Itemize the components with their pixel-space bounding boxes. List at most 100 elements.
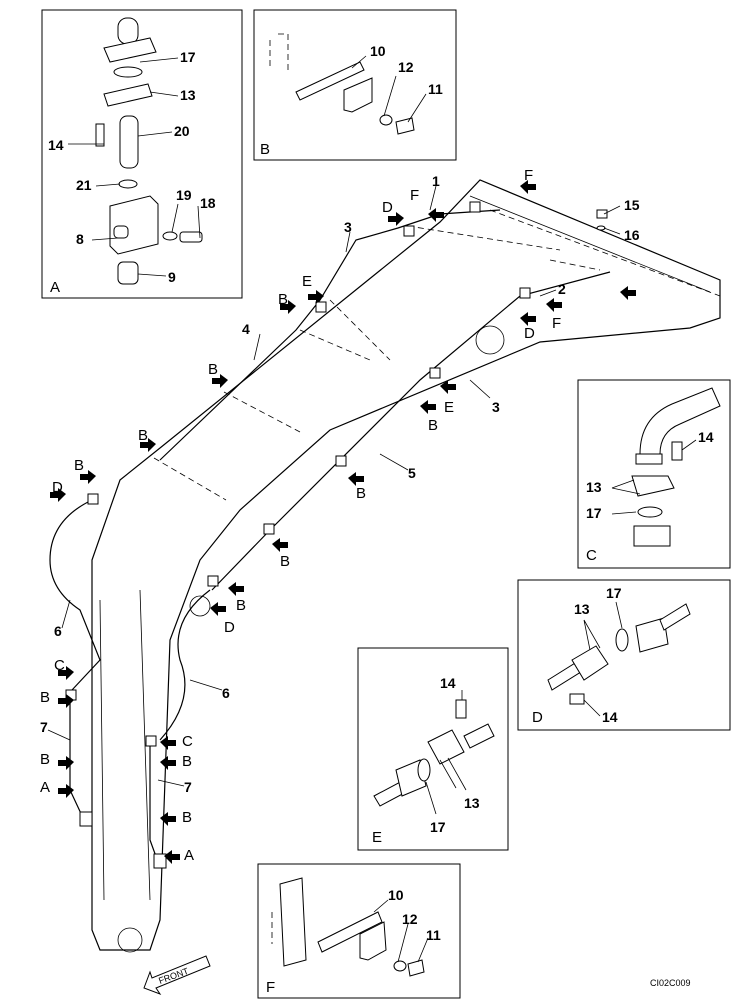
part-label: 7 (40, 719, 48, 735)
boom-edge-lines (99, 195, 711, 901)
inset-d-bolt (569, 693, 585, 705)
inset-f-label: 10 (388, 887, 404, 903)
inset-a-cap (117, 261, 139, 285)
callout-letter: B (182, 809, 192, 826)
inset-c-port (633, 525, 671, 547)
callout-letter: B (40, 751, 50, 768)
inset-f-label: 12 (402, 911, 418, 927)
inset-f-clamp (359, 921, 387, 961)
inset-a-small-oring (118, 179, 138, 189)
washer-16 (596, 225, 606, 231)
inset-f-leaders (373, 899, 429, 963)
inset-a-adapter (119, 115, 139, 169)
main-part-labels: 1 2 3 3 4 5 6 6 7 7 15 16 (40, 173, 640, 795)
inset-e-leaders (425, 690, 467, 815)
inset-f-frame (257, 863, 461, 999)
part-label: 2 (558, 281, 566, 297)
main-leaders (47, 185, 621, 787)
inset-b-clamp (343, 77, 373, 113)
callout-letter: A (184, 847, 194, 864)
inset-f-label: 11 (426, 927, 441, 943)
callout-arrow (520, 312, 536, 326)
callout-arrow (160, 812, 176, 826)
inset-e-pipe-right (463, 723, 495, 749)
inset-a-oring (113, 66, 143, 78)
inset-b-label: 10 (370, 43, 386, 59)
inset-d-label: 17 (606, 585, 622, 601)
inset-e-section-letter: E (372, 829, 382, 846)
inset-e-frame (357, 647, 509, 851)
callout-letter: C (54, 657, 65, 674)
pipe-7-left (69, 694, 85, 821)
boom-outline (91, 179, 721, 951)
callout-letter: B (278, 291, 288, 308)
inset-e-label: 17 (430, 819, 446, 835)
inset-f: 10 12 11 F (257, 863, 461, 999)
inset-d-flange (635, 617, 669, 653)
callout-arrow (348, 472, 364, 486)
inset-a-frame (41, 9, 243, 299)
inset-a-washer (162, 231, 178, 241)
inset-a-label: 21 (76, 177, 92, 193)
pipe-7-right (149, 740, 159, 863)
callout-arrow (420, 400, 436, 414)
callout-arrow (58, 784, 74, 798)
inset-f-bolt (407, 959, 425, 977)
inset-a-leaders (68, 57, 201, 277)
clamp (207, 575, 219, 587)
inset-e-label: 13 (464, 795, 480, 811)
inset-b-bracket (269, 33, 289, 74)
inset-c-oring (637, 506, 663, 518)
callout-arrow (308, 290, 324, 304)
front-indicator: FRONT (143, 955, 211, 996)
inset-a-split-flange (103, 83, 153, 107)
inset-d-label: 14 (602, 709, 618, 725)
callout-arrow (280, 300, 296, 314)
callout-arrow (140, 438, 156, 452)
callout-letters: F F F D D D D E E B B B B B B B B B B B … (40, 167, 561, 864)
inset-b-washer (379, 114, 393, 126)
inset-a: 17 13 14 20 21 19 18 8 9 A (41, 9, 243, 299)
callout-letter: B (280, 553, 290, 570)
inset-c-bolt (671, 441, 683, 461)
inset-b-frame (253, 9, 457, 161)
part-label: 3 (492, 399, 500, 415)
inset-d-pipe-right (659, 603, 691, 631)
callout-letter: B (182, 753, 192, 770)
callout-arrow (440, 380, 456, 394)
callout-letter: B (428, 417, 438, 434)
inset-d-section-letter: D (532, 709, 543, 726)
coupler (153, 853, 167, 869)
inset-a-label: 19 (176, 187, 192, 203)
clamp (335, 455, 347, 467)
coupler (79, 811, 93, 827)
inset-d-leaders (583, 601, 623, 717)
diagram-code: CI02C009 (650, 978, 691, 988)
inset-a-label: 18 (200, 195, 216, 211)
callout-letter: D (52, 479, 63, 496)
callout-letter: F (552, 315, 561, 332)
inset-c: 14 13 17 C (577, 379, 731, 569)
callout-letter: B (74, 457, 84, 474)
callout-letter: B (236, 597, 246, 614)
part-label: 15 (624, 197, 640, 213)
callout-letter: E (444, 399, 454, 416)
part-label: 1 (432, 173, 440, 189)
callout-arrow (160, 736, 176, 750)
inset-b-leaders (351, 55, 427, 123)
dashed-guides (153, 209, 721, 501)
inset-d-oring (615, 628, 629, 652)
callout-letter: B (138, 427, 148, 444)
inset-a-section-letter: A (50, 279, 60, 296)
part-label: 4 (242, 321, 250, 337)
callout-arrow (210, 602, 226, 616)
clamp (87, 493, 99, 505)
inset-a-label: 8 (76, 231, 84, 247)
callout-arrow (160, 756, 176, 770)
boom-foot-pin (117, 927, 143, 953)
clamp (519, 287, 531, 299)
inset-e-label: 14 (440, 675, 456, 691)
hose-6-left (49, 499, 101, 691)
inset-d-frame (517, 579, 731, 731)
inset-a-label: 9 (168, 269, 176, 285)
